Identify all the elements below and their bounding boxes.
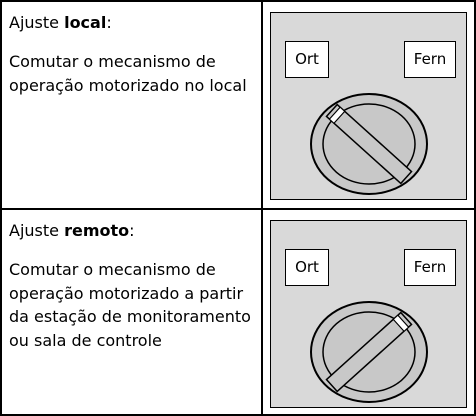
row-heading: Ajuste local:: [9, 12, 112, 34]
heading-suffix: :: [106, 13, 112, 32]
rotary-knob-icon: [310, 93, 428, 195]
image-cell: Ort Fern: [261, 0, 476, 208]
selector-switch-panel: Ort Fern: [270, 220, 467, 408]
table-row-remote: Ajuste remoto: Comutar o mecanismo de op…: [0, 208, 476, 416]
heading-prefix: Ajuste: [9, 13, 65, 32]
local-label: Ort: [285, 41, 329, 78]
image-cell: Ort Fern: [261, 208, 476, 416]
text-cell: Ajuste remoto: Comutar o mecanismo de op…: [0, 208, 261, 416]
rotary-knob-icon: [310, 301, 428, 403]
row-description: Comutar o mecanismo de operação motoriza…: [9, 260, 251, 350]
selector-switch-panel: Ort Fern: [270, 12, 467, 200]
local-label: Ort: [285, 249, 329, 286]
row-description: Comutar o mecanismo de operação motoriza…: [9, 52, 247, 95]
heading-keyword: remoto: [64, 221, 130, 240]
text-cell: Ajuste local: Comutar o mecanismo de ope…: [0, 0, 261, 208]
remote-label: Fern: [404, 249, 456, 286]
heading-suffix: :: [129, 221, 135, 240]
heading-prefix: Ajuste: [9, 221, 65, 240]
row-heading: Ajuste remoto:: [9, 220, 135, 242]
remote-label: Fern: [404, 41, 456, 78]
heading-keyword: local: [64, 13, 107, 32]
table-row-local: Ajuste local: Comutar o mecanismo de ope…: [0, 0, 476, 208]
